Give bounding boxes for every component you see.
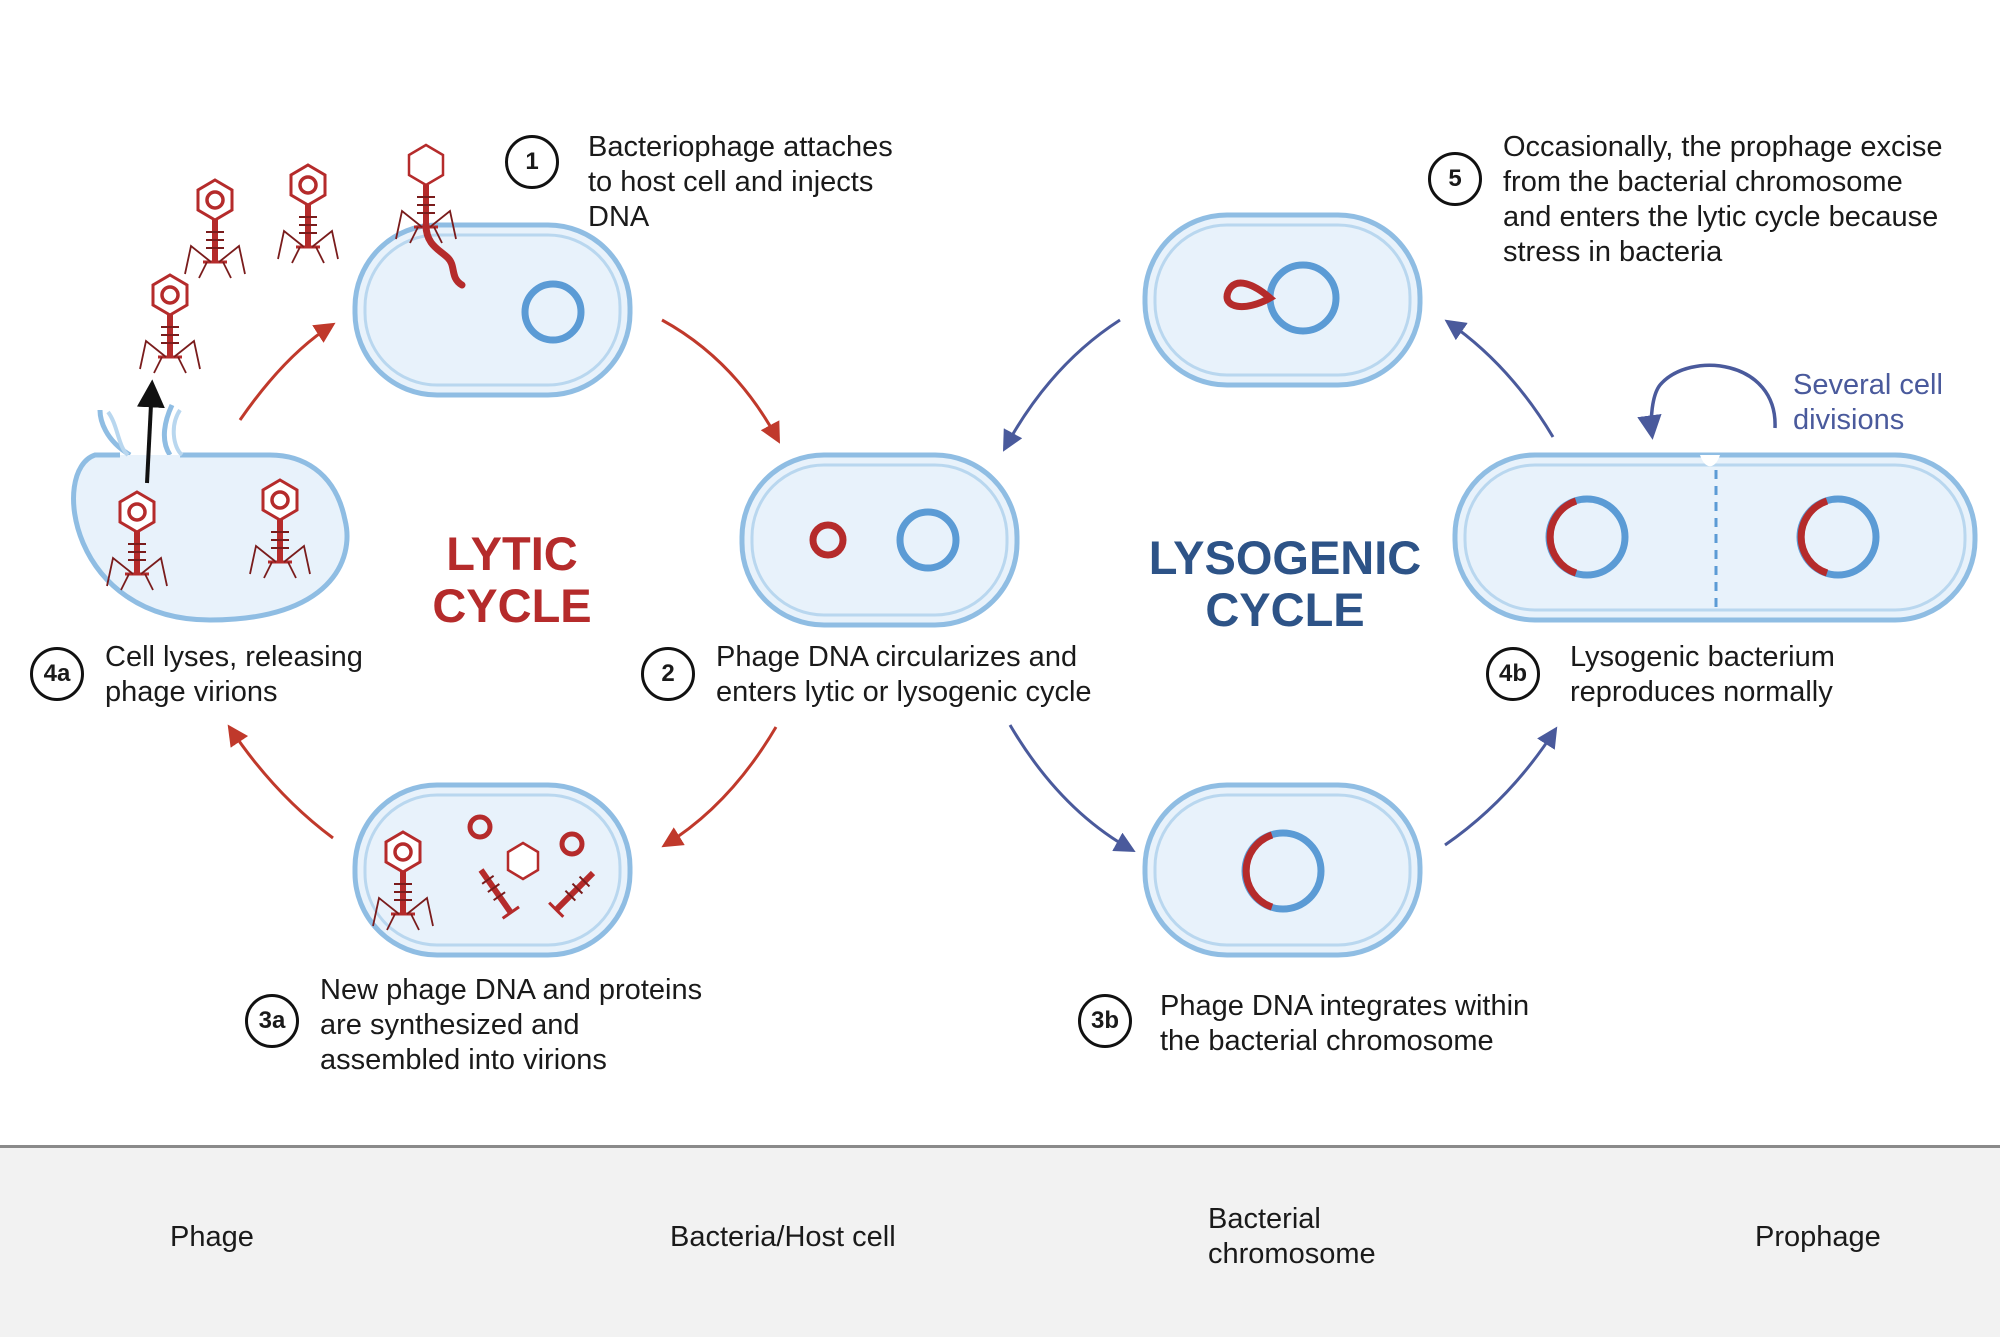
arrow-icon xyxy=(1444,319,1555,438)
divisions-note: Several cell divisions xyxy=(1793,369,1943,436)
step-1-label: Bacteriophage attaches to host cell and … xyxy=(588,131,893,233)
host-cell-step3b xyxy=(1142,782,1423,958)
step-3b-label: Phage DNA integrates within the bacteria… xyxy=(1160,990,1530,1057)
step-4b-marker: 4b xyxy=(1486,647,1540,701)
legend-host-label: Bacteria/Host cell xyxy=(670,1221,896,1253)
prophage-segment xyxy=(1242,831,1274,911)
step-4a-marker: 4a xyxy=(30,647,84,701)
host-cell-step2 xyxy=(739,452,1020,628)
step-2-marker: 2 xyxy=(641,647,695,701)
step-3b-marker: 3b xyxy=(1078,994,1132,1048)
lytic-cycle-title: LYTIC CYCLE xyxy=(432,527,592,632)
arrow-icon xyxy=(661,318,780,444)
lysing-cell xyxy=(71,403,350,623)
arrow-icon xyxy=(238,322,336,421)
host-cell-step1 xyxy=(352,221,633,398)
legend-panel xyxy=(0,1145,2000,1337)
arrow-icon xyxy=(661,726,778,848)
phage-icon xyxy=(278,165,338,263)
arrow-icon xyxy=(227,724,334,840)
legend-chromosome-label: Bacterial chromosome xyxy=(1208,1203,1376,1270)
injected-dna xyxy=(422,221,466,289)
chromosome-icon xyxy=(521,280,585,344)
arrow-icon xyxy=(1444,726,1558,847)
arrow-icon xyxy=(1008,724,1136,853)
step-4b-label: Lysogenic bacterium reproduces normally xyxy=(1570,641,1835,708)
step-3a-marker: 3a xyxy=(245,994,299,1048)
phage-dna-circle xyxy=(809,521,847,559)
arrow-icon xyxy=(1002,318,1121,452)
excised-prophage xyxy=(1223,279,1277,311)
step-2-label: Phage DNA circularizes and enters lytic … xyxy=(716,641,1092,708)
step-5-label: Occasionally, the prophage excise from t… xyxy=(1503,131,1943,268)
host-cell-step5 xyxy=(1142,212,1423,388)
phage-icon xyxy=(140,275,200,373)
step-1-marker: 1 xyxy=(505,135,559,189)
host-cell-step3a xyxy=(352,782,633,958)
step-4a-label: Cell lyses, releasing phage virions xyxy=(105,641,363,708)
lysogenic-cycle-title: LYSOGENIC CYCLE xyxy=(1148,531,1422,636)
chromosome-icon xyxy=(896,508,960,572)
step-5-marker: 5 xyxy=(1428,152,1482,206)
division-arrow-icon xyxy=(1637,363,1777,440)
dividing-cell xyxy=(1452,452,1978,623)
phage-icon xyxy=(185,180,245,278)
legend-phage-label: Phage xyxy=(170,1221,254,1253)
step-3a-label: New phage DNA and proteins are synthesiz… xyxy=(320,974,703,1076)
release-arrow-icon xyxy=(136,379,165,484)
legend-prophage-label: Prophage xyxy=(1755,1221,1881,1253)
